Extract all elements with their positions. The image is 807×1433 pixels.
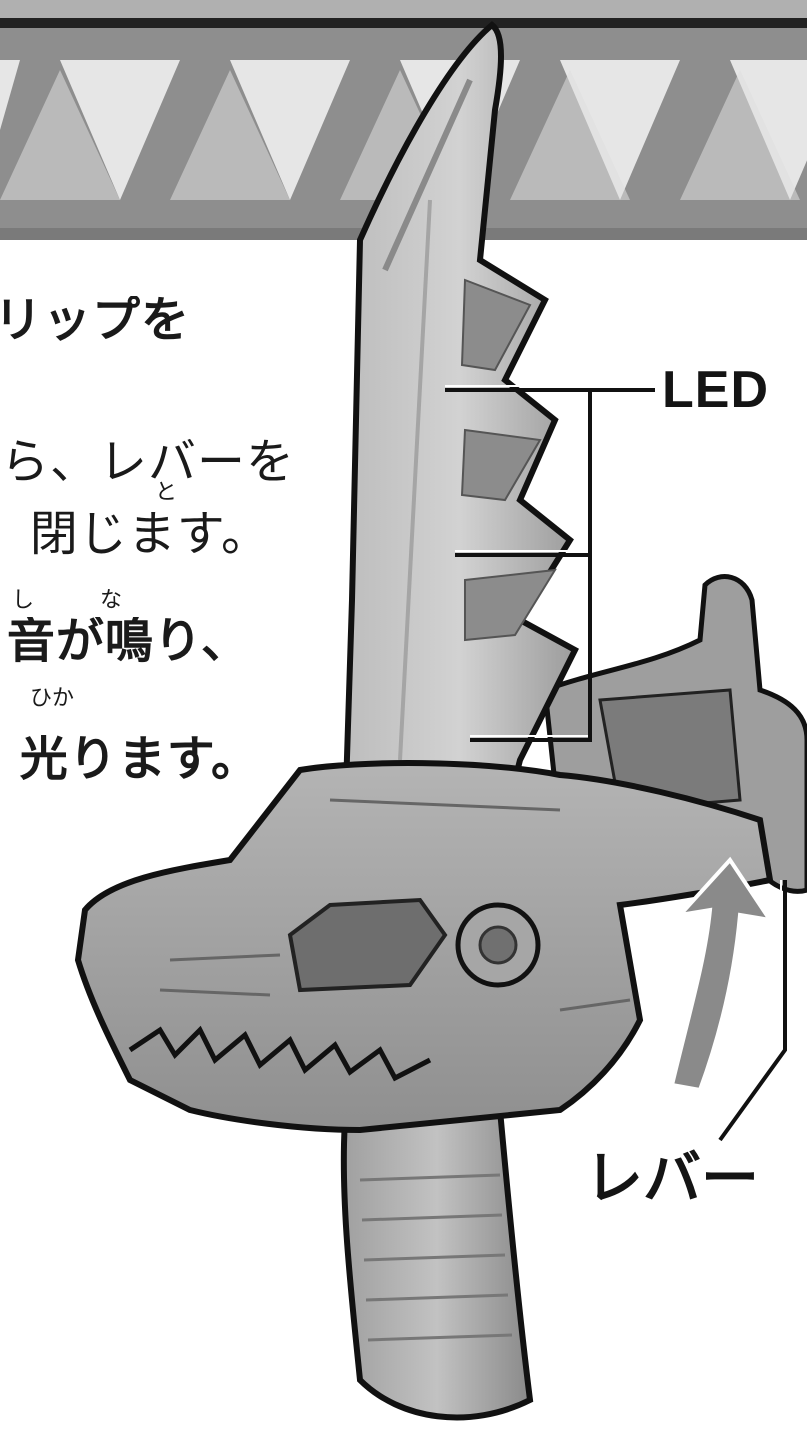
lever-label: レバー <box>585 1146 760 1211</box>
ruby-to: と <box>155 480 178 505</box>
lever-arrow-icon <box>669 856 775 1093</box>
instruction-line-3: 閉じます。 <box>29 510 270 558</box>
ruby-hika: ひか <box>30 686 75 711</box>
ruby-shi-na: し な <box>12 588 123 613</box>
instruction-line-1: リップを <box>0 296 190 344</box>
instruction-line-5: 光ります。 <box>19 735 260 783</box>
led-label: LED <box>662 361 769 419</box>
instruction-line-2: ら、レバーを <box>0 438 295 486</box>
instruction-line-4: 音が鳴り、 <box>6 617 250 665</box>
